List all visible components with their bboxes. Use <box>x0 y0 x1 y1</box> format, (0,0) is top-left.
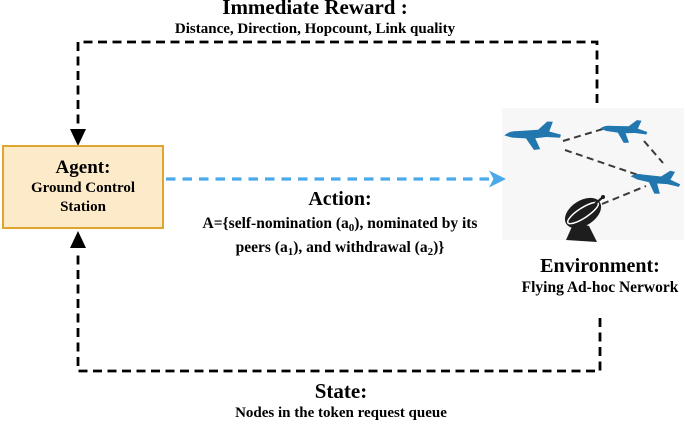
action-sub-a2: 2 <box>427 246 434 258</box>
action-set: A={self-nomination (a0), nominated by it… <box>165 212 515 260</box>
action-line1-text2: ), nominated by its <box>354 215 478 232</box>
dish-feed-tip <box>601 195 605 199</box>
satellite-dish-icon <box>564 195 605 242</box>
agent-title: Agent: <box>55 157 111 178</box>
network-link <box>601 185 647 205</box>
immediate-reward-title: Immediate Reward : <box>222 0 408 19</box>
reward-label-block: Immediate Reward : Distance, Direction, … <box>100 0 530 37</box>
agent-box: Agent: Ground Control Station <box>2 145 164 229</box>
agent-subtitle: Ground Control Station <box>30 180 136 215</box>
state-subtitle: Nodes in the token request queue <box>235 405 447 421</box>
dish-rim <box>566 201 600 225</box>
dish-bowl <box>564 197 602 229</box>
action-sub-a1: 1 <box>287 246 294 258</box>
reward-arrowhead-icon <box>70 129 86 146</box>
action-line2-text2: ), and withdrawal (a <box>293 239 428 256</box>
network-link <box>562 128 604 142</box>
state-arrowhead-icon <box>70 231 86 248</box>
action-label-block: Action: A={self-nomination (a0), nominat… <box>165 188 515 260</box>
environment-title: Environment: <box>540 255 660 277</box>
environment-subtitle: Flying Ad-hoc Nerwork <box>521 279 679 296</box>
state-label-block: State: Nodes in the token request queue <box>140 380 542 422</box>
action-arrowhead-icon <box>489 170 506 188</box>
action-sub-a0: 0 <box>348 222 355 234</box>
action-title: Action: <box>308 188 372 210</box>
action-line1-text: A={self-nomination (a <box>202 215 349 232</box>
action-set-line1: A={self-nomination (a0), nominated by it… <box>165 212 515 236</box>
state-title: State: <box>314 379 368 403</box>
reward-feedback-path <box>76 40 599 129</box>
immediate-reward-subtitle: Distance, Direction, Hopcount, Link qual… <box>174 21 456 37</box>
network-link <box>564 149 642 177</box>
environment-label-block: Environment: Flying Ad-hoc Nerwork <box>503 255 685 296</box>
action-line2-text: peers (a <box>235 239 288 256</box>
action-line2-text3: )} <box>433 239 445 256</box>
action-set-line2: peers (a1), and withdrawal (a2)} <box>165 236 515 260</box>
network-link <box>643 140 664 164</box>
network-links <box>562 128 664 205</box>
